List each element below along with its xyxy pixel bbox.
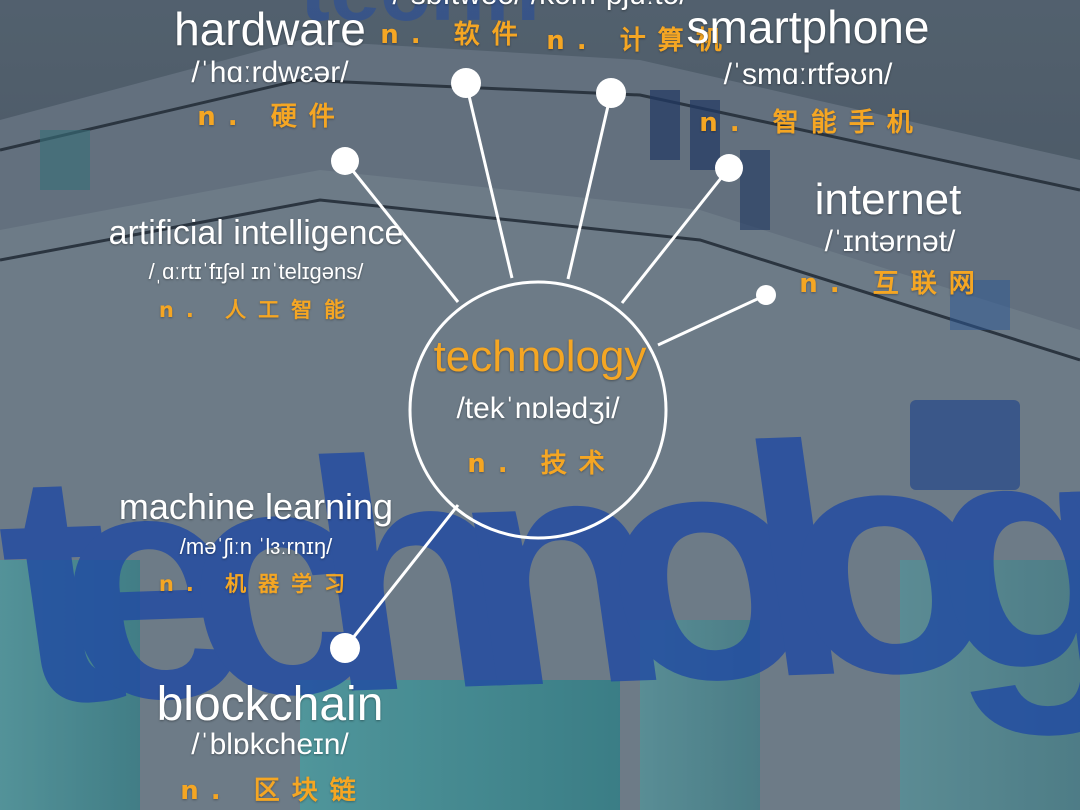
center-word: technology <box>433 332 647 381</box>
term-ai-word: artificial intelligence <box>108 214 404 252</box>
term-blockchain-meaning: n. 区块链 <box>180 776 368 806</box>
top-partial-phonetic: /ˈsɒftweə/ /kəmˈpjuːtə/ <box>392 0 687 12</box>
term-ml-word: machine learning <box>118 486 394 527</box>
term-ml-phonetic: /məˈʃiːn ˈlɜːrnɪŋ/ <box>179 534 333 559</box>
branch-line <box>343 160 460 303</box>
term-hardware-meaning: n. 硬件 <box>197 102 347 132</box>
center-circle <box>408 280 668 540</box>
branch-line <box>566 92 613 280</box>
branch-line <box>620 167 731 304</box>
term-ml-meaning: n. 机器学习 <box>158 572 358 596</box>
branch-node <box>596 78 626 108</box>
branch-line <box>657 293 767 347</box>
branch-node <box>331 147 359 175</box>
svg-text:techn: techn <box>300 0 540 40</box>
branch-node <box>330 633 360 663</box>
branch-node <box>756 285 776 305</box>
term-hardware-phonetic: /ˈhɑːrdwɛər/ <box>191 56 349 89</box>
term-internet-phonetic: /ˈɪntərnət/ <box>824 225 956 258</box>
branch-node <box>715 154 743 182</box>
center-phonetic: /tekˈnɒlədʒi/ <box>456 392 620 425</box>
branch-line <box>343 504 460 649</box>
branch-node <box>451 68 481 98</box>
term-smartphone-word: smartphone <box>686 1 930 53</box>
term-internet-meaning: n. 互联网 <box>799 269 987 299</box>
top-partial-meaning-computer: n. 计算机 <box>546 26 734 56</box>
term-hardware-word: hardware <box>174 3 366 55</box>
term-blockchain-word: blockchain <box>156 678 384 731</box>
term-ai-phonetic: /ˌɑːrtɪˈfɪʃəl ɪnˈtelɪɡəns/ <box>148 259 364 284</box>
term-smartphone-meaning: n. 智能手机 <box>699 108 925 138</box>
svg-text:technology: technology <box>0 363 1080 774</box>
term-internet-word: internet <box>814 175 962 224</box>
branch-line <box>464 82 514 279</box>
center-meaning: n. 技术 <box>467 449 617 479</box>
term-blockchain-phonetic: /ˈblɒkcheɪn/ <box>191 728 349 761</box>
term-smartphone-phonetic: /ˈsmɑːrtfəʊn/ <box>723 58 893 91</box>
term-ai-meaning: n. 人工智能 <box>158 298 358 322</box>
top-partial-meaning-software: n. 软件 <box>380 20 530 50</box>
